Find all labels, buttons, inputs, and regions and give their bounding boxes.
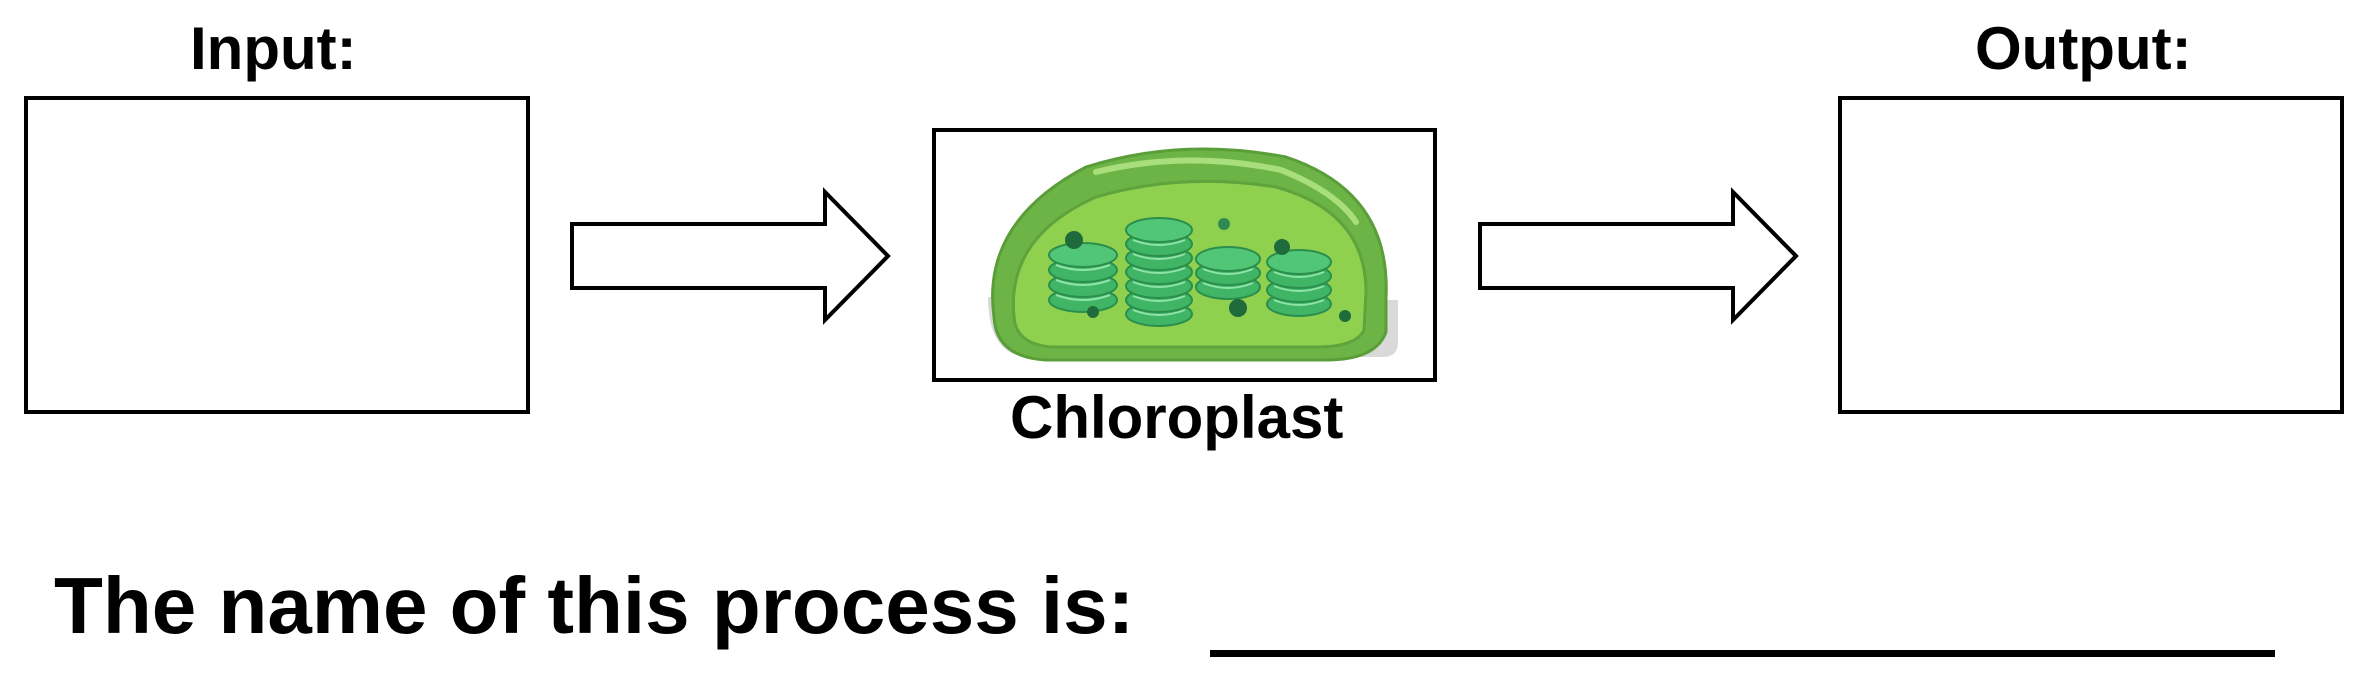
chloroplast-icon [988,147,1398,362]
output-label: Output: [1975,15,2192,82]
chloroplast-image-frame [932,128,1437,382]
process-question: The name of this process is: [54,561,1135,650]
input-label: Input: [190,15,357,82]
grana-stack-3 [1195,246,1261,300]
process-answer-blank[interactable] [1210,650,2275,657]
right-arrow-icon [1478,187,1799,325]
input-answer-box[interactable] [24,96,530,414]
grana-stack-2 [1125,217,1193,327]
chloroplast-label: Chloroplast [1010,384,1344,451]
right-arrow-icon [570,187,891,325]
output-answer-box[interactable] [1838,96,2344,414]
grana-stack-4 [1266,249,1332,317]
grana-stack-1 [1048,242,1118,313]
